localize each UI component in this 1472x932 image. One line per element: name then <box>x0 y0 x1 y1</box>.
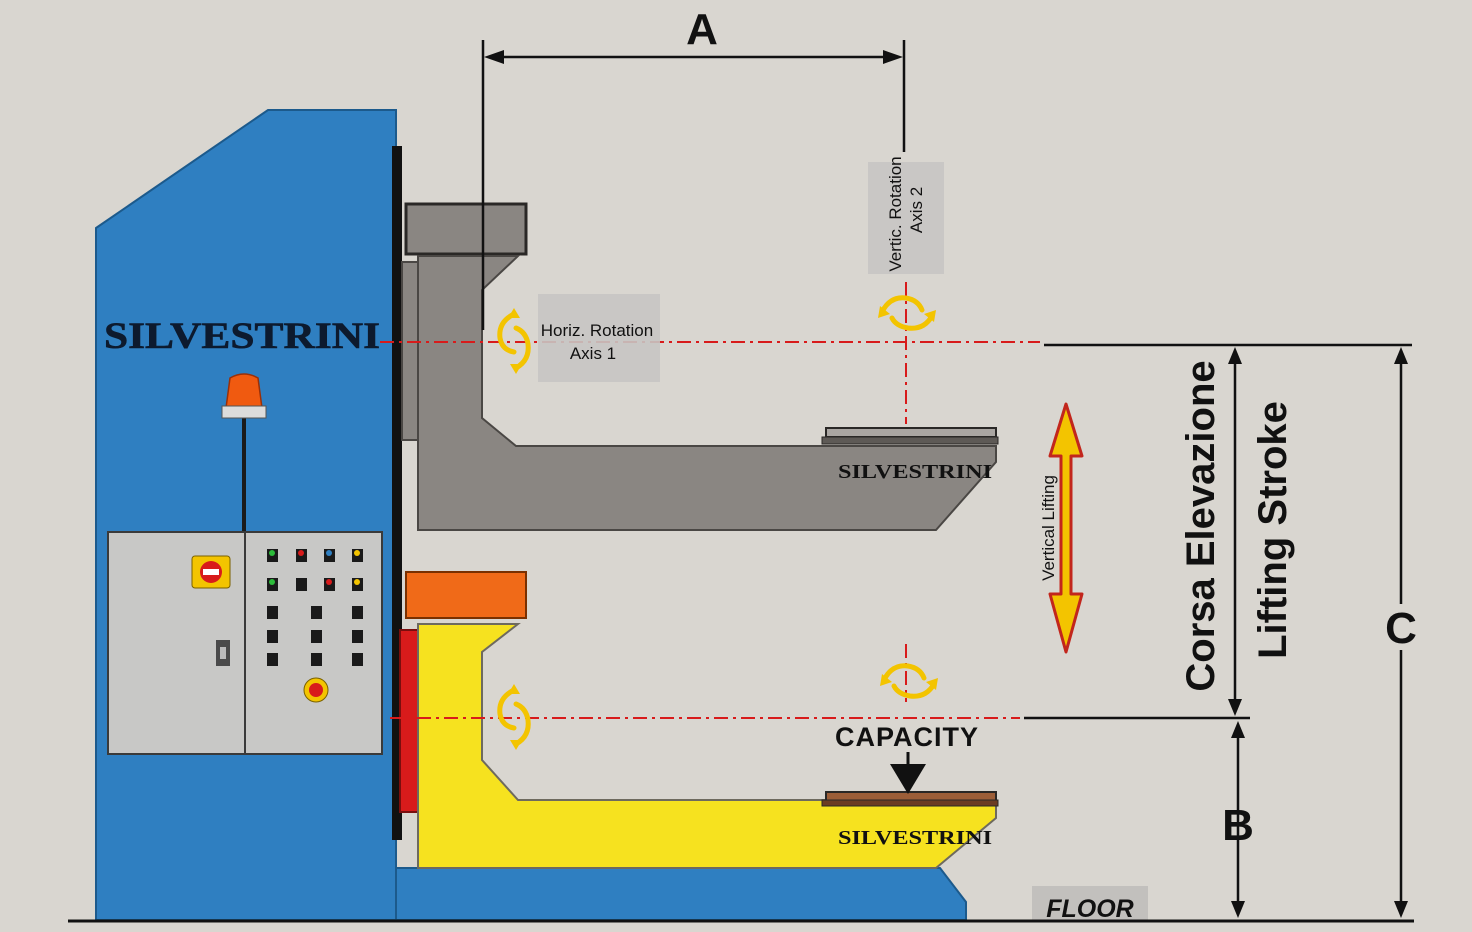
upper-arm <box>401 202 999 531</box>
axis2-label-line1: Vertic. Rotation <box>886 156 905 271</box>
panel-indicator-lights <box>267 549 363 666</box>
axis1-label-box <box>538 294 660 382</box>
rotation-arrow-icon <box>880 663 938 699</box>
control-panel <box>107 531 383 755</box>
rotation-arrow-icon <box>497 684 531 750</box>
floor-label: FLOOR <box>1046 895 1134 923</box>
capacity-label: CAPACITY <box>835 722 979 752</box>
dimension-c-label-bg <box>1380 604 1422 650</box>
axis1-label-line1: Horiz. Rotation <box>541 321 653 340</box>
axis1-label-line2: Axis 1 <box>570 344 616 363</box>
lifting-stroke-en-label: Lifting Stroke <box>1251 401 1295 659</box>
double-headed-arrow-icon <box>1048 402 1084 654</box>
dimension-a <box>481 40 906 330</box>
axis2-label-box <box>868 162 944 274</box>
column-logo: SILVESTRINI <box>104 316 380 357</box>
emergency-stop-icon <box>303 677 329 703</box>
lower-arm-logo: SILVESTRINI <box>838 827 992 849</box>
dimension-c-label: C <box>1385 604 1417 653</box>
lifting-stroke-it-label: Corsa Elevazione <box>1179 360 1223 691</box>
dimension-a-label: A <box>686 5 718 54</box>
axis-lines <box>380 282 1040 719</box>
vertical-lifting-label: Vertical Lifting <box>1039 475 1058 581</box>
dimension-b-label: B <box>1222 801 1254 850</box>
floor-label-box <box>1032 886 1148 922</box>
rotation-arrow-icon <box>878 295 936 331</box>
capacity-arrow-icon <box>890 752 926 794</box>
axis2-label-line2: Axis 2 <box>907 187 926 233</box>
lower-arm <box>399 571 999 869</box>
beacon-light-icon <box>221 373 267 534</box>
rotation-arrow-icon <box>497 308 531 374</box>
upper-arm-logo: SILVESTRINI <box>838 461 992 483</box>
